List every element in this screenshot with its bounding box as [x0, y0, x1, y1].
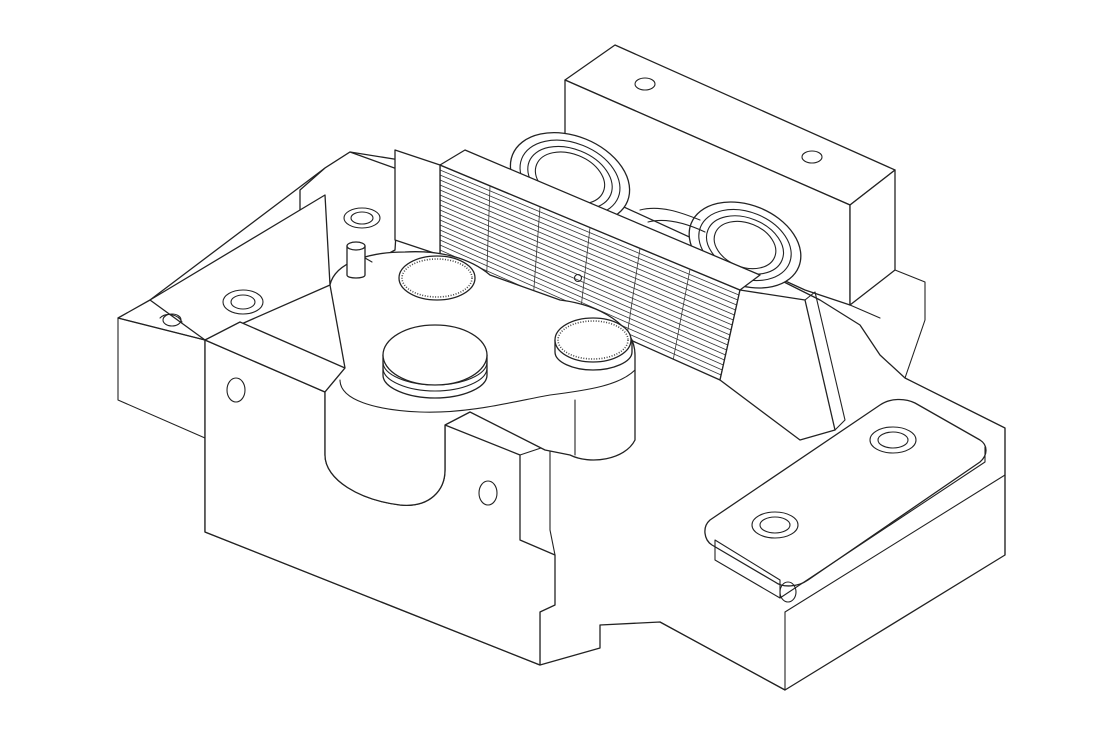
rear-block-hole-left	[634, 77, 656, 91]
slide-plate-body	[704, 398, 987, 587]
slide-plate-hole-top	[869, 426, 917, 454]
slide-plate-hole-bottom	[751, 511, 799, 539]
lamination-divider	[486, 185, 491, 276]
cam-disc-center	[382, 324, 488, 386]
lamination-center-hole	[573, 273, 583, 283]
coil-bracket-left	[394, 149, 441, 256]
lamination-divider	[626, 248, 641, 339]
left-rear-hole	[343, 207, 381, 229]
front-clamp-hole-right	[478, 480, 498, 506]
rear-block-hole-right	[801, 150, 823, 164]
cam-pin	[346, 245, 366, 279]
cam-disc-right	[554, 317, 632, 363]
coil-assembly	[394, 132, 846, 441]
lamination-divider	[672, 269, 691, 360]
slide-plate	[704, 398, 987, 603]
slide-roller	[779, 581, 797, 603]
cam-disc-rear	[398, 255, 476, 301]
cam-plate	[324, 241, 636, 506]
lamination-divider	[579, 227, 591, 318]
coil-bracket-right	[719, 289, 836, 441]
left-rail-hole	[222, 289, 264, 315]
lamination-divider	[532, 206, 541, 297]
front-clamp-hole-left	[226, 377, 246, 403]
